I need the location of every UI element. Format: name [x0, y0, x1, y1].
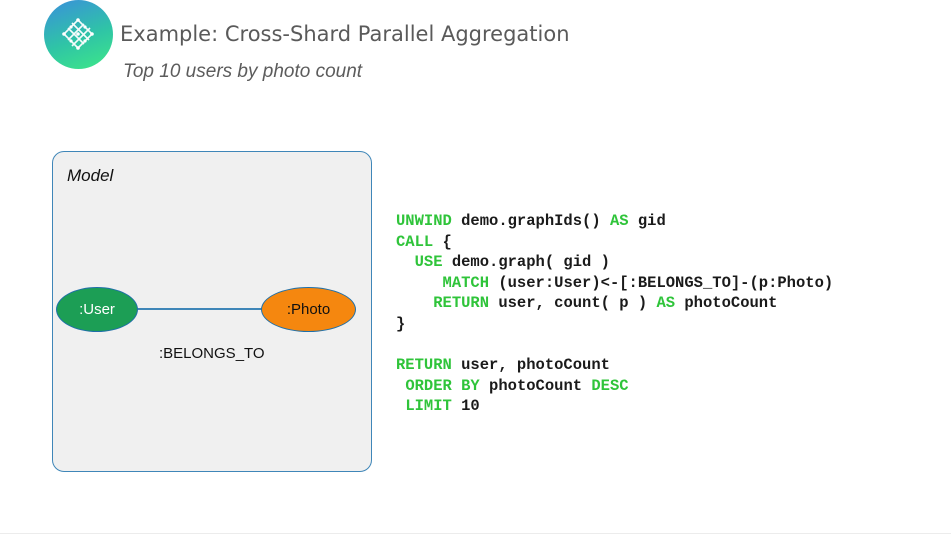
code-text [396, 294, 433, 312]
code-line: UNWIND demo.graphIds() AS gid [396, 211, 833, 232]
code-text: user, photoCount [451, 356, 610, 375]
belongs-to-edge [136, 308, 264, 310]
logo [44, 0, 113, 69]
code-keyword: DESC [591, 376, 629, 395]
code-line: MATCH (user:User)<-[:BELONGS_TO]-(p:Phot… [396, 273, 834, 294]
code-line: CALL { [396, 232, 833, 253]
code-text: { [433, 232, 452, 251]
page-title: Example: Cross-Shard Parallel Aggregatio… [120, 22, 570, 46]
code-text: } [396, 314, 406, 333]
code-text: (user:User)<-[:BELONGS_TO]-(p:Photo) [489, 273, 834, 292]
code-keyword: UNWIND [396, 212, 452, 230]
code-text: user, count( p ) [489, 294, 657, 313]
model-label: Model [67, 166, 114, 185]
code-keyword: CALL [396, 232, 434, 251]
code-keyword: MATCH [442, 273, 490, 292]
code-line: LIMIT 10 [396, 396, 833, 417]
page-subtitle: Top 10 users by photo count [123, 61, 363, 82]
code-keyword: RETURN [433, 294, 490, 313]
relationship-label: :BELONGS_TO [159, 345, 265, 362]
code-text [396, 274, 443, 292]
code-keyword: AS [656, 294, 676, 313]
code-text [396, 253, 415, 271]
code-text: 10 [451, 397, 480, 416]
code-line: RETURN user, count( p ) AS photoCount [396, 293, 833, 314]
code-keyword: LIMIT [405, 397, 452, 416]
code-text: photoCount [675, 294, 778, 313]
code-text [396, 377, 405, 395]
code-text: photoCount [479, 376, 592, 395]
code-line: ORDER BY photoCount DESC [396, 376, 833, 397]
code-line: USE demo.graph( gid ) [396, 252, 833, 273]
user-node: :User [56, 287, 138, 332]
code-keyword: RETURN [396, 356, 452, 375]
code-line: RETURN user, photoCount [396, 355, 833, 376]
user-node-label: :User [79, 301, 115, 318]
code-text: demo.graphIds() [451, 212, 610, 230]
code-keyword: USE [414, 253, 443, 272]
photo-node-label: :Photo [286, 301, 331, 318]
code-text [396, 397, 405, 415]
code-text: gid [628, 212, 666, 230]
bottom-divider [0, 533, 951, 534]
photo-node: :Photo [261, 287, 356, 332]
neo4j-fabric-lattice-icon [62, 18, 94, 50]
code-keyword: ORDER BY [405, 376, 480, 395]
code-text: demo.graph( gid ) [442, 253, 610, 272]
code-line [396, 335, 833, 356]
code-line: } [396, 314, 833, 335]
code-keyword: AS [609, 212, 629, 230]
